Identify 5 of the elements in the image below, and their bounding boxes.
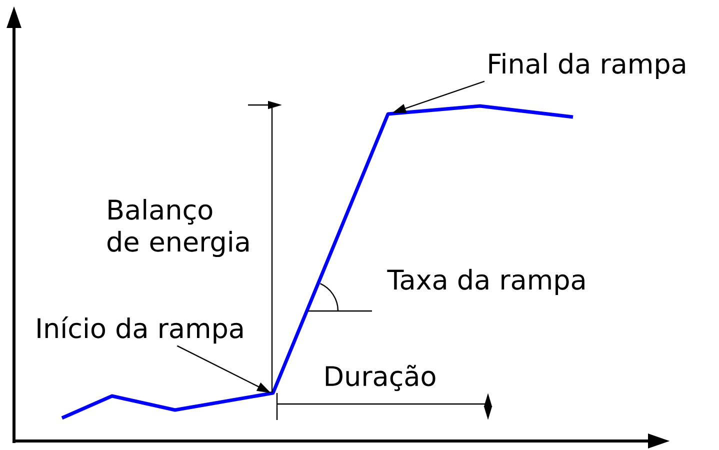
callout-text: Início da rampa bbox=[38, 316, 243, 344]
dimension-label: Duração bbox=[326, 364, 436, 392]
callout-text: Final da rampa bbox=[489, 52, 685, 80]
angle-label: Taxa da rampa bbox=[387, 268, 584, 296]
dimension-label: Balanço de energia bbox=[108, 198, 248, 258]
